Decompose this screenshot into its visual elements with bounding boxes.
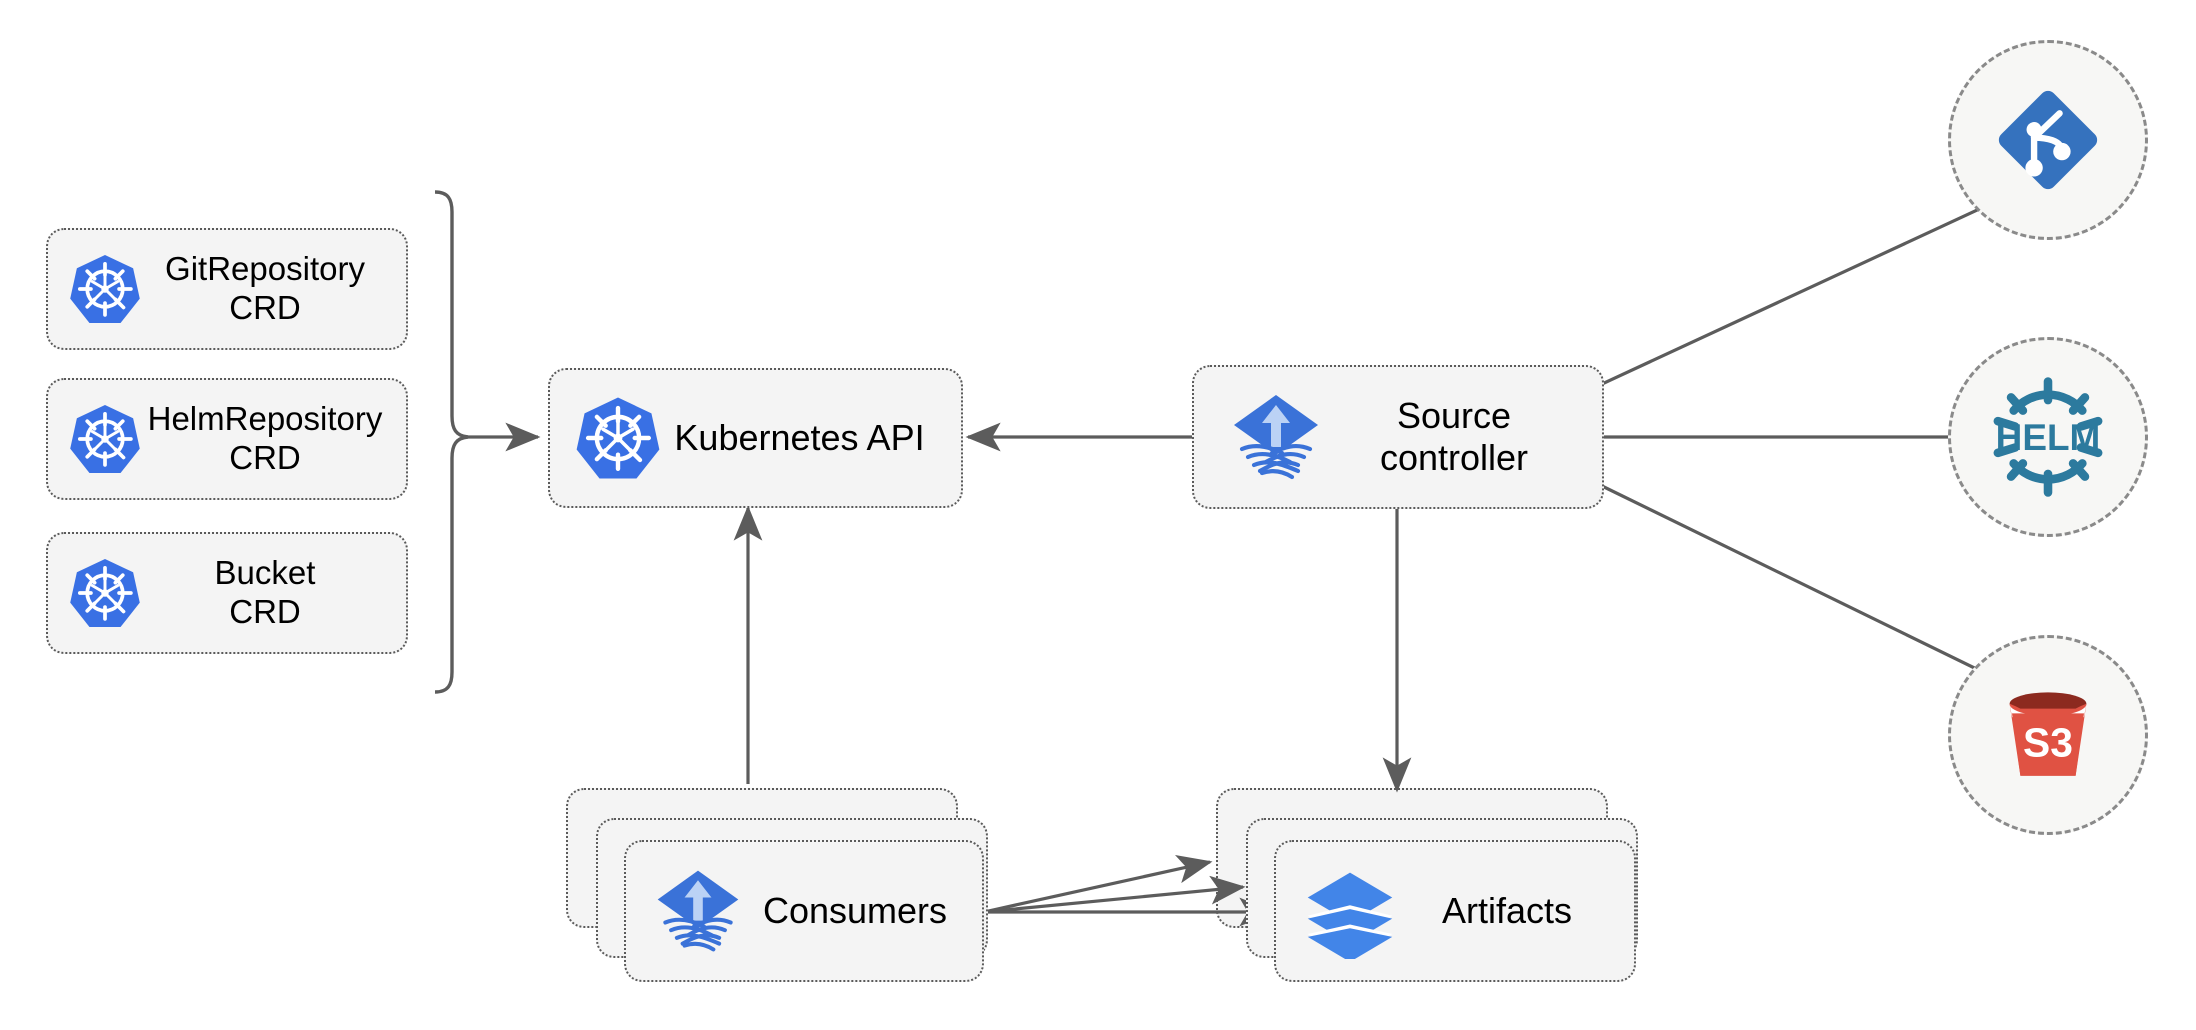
node-artifacts[interactable]: Artifacts: [1274, 840, 1636, 982]
git-icon: [1990, 82, 2106, 198]
kubernetes-icon: [572, 392, 664, 484]
layers-icon: [1300, 861, 1400, 961]
target-circle-git[interactable]: [1948, 40, 2148, 240]
helm-icon: HELM: [1982, 371, 2114, 503]
kubernetes-icon: [66, 400, 144, 478]
crd-bracket: [434, 190, 469, 694]
edge-source-to-git: [1601, 178, 2045, 386]
node-label: Artifacts: [1441, 889, 1573, 931]
edge-consumers-to-artifacts-1: [983, 854, 1213, 914]
node-source-controller[interactable]: Source controller: [1192, 365, 1604, 509]
node-label: Source controller: [1379, 394, 1529, 478]
crd-card-label: GitRepository CRD: [165, 250, 365, 326]
node-label: Consumers: [762, 889, 948, 931]
crd-card-label: Bucket CRD: [214, 554, 316, 630]
node-label: Kubernetes API: [674, 416, 925, 458]
crd-card-gitrepository[interactable]: GitRepository CRD: [46, 228, 408, 350]
crd-card-bucket[interactable]: Bucket CRD: [46, 532, 408, 654]
flux-icon: [648, 861, 748, 961]
kubernetes-icon: [66, 250, 144, 328]
s3-icon: S3: [1988, 675, 2108, 795]
edge-consumers-to-artifacts-2: [983, 875, 1246, 914]
flux-icon: [1224, 385, 1328, 489]
crd-card-label: HelmRepository CRD: [147, 400, 383, 476]
s3-wordmark: S3: [2023, 720, 2073, 766]
crd-card-helmrepository[interactable]: HelmRepository CRD: [46, 378, 408, 500]
helm-wordmark: HELM: [1996, 417, 2101, 458]
kubernetes-icon: [66, 554, 144, 632]
target-circle-helm[interactable]: HELM: [1948, 337, 2148, 537]
target-circle-s3[interactable]: S3: [1948, 635, 2148, 835]
node-kubernetes-api[interactable]: Kubernetes API: [548, 368, 963, 508]
node-consumers[interactable]: Consumers: [624, 840, 984, 982]
